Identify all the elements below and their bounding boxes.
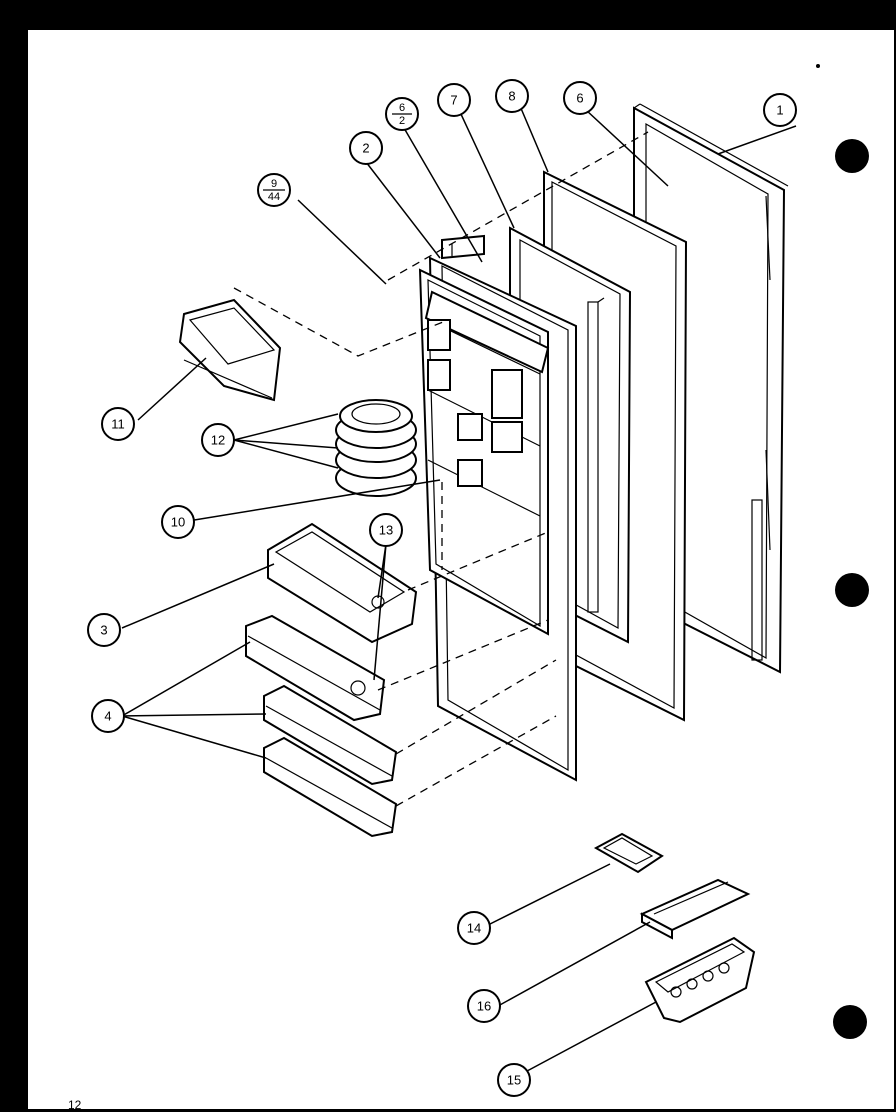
svg-text:6: 6 <box>399 102 405 114</box>
callout-12: 12 <box>201 423 235 457</box>
svg-text:10: 10 <box>171 515 185 530</box>
svg-text:1: 1 <box>776 103 783 118</box>
callout-11: 11 <box>101 407 135 441</box>
leader-lines <box>121 105 797 1079</box>
callout-14: 14 <box>457 911 491 945</box>
part-door-liner <box>418 234 577 782</box>
part-door-bins <box>245 614 398 838</box>
exploded-view-diagram: 1 2 3 4 6 7 8 10 11 12 13 14 15 16 6 2 9… <box>87 64 869 1097</box>
svg-text:6: 6 <box>576 91 583 106</box>
svg-text:44: 44 <box>268 191 280 203</box>
callout-16: 16 <box>467 989 501 1023</box>
part-ice-bin <box>644 936 756 1024</box>
parts-diagram-page: 1 2 3 4 6 7 8 10 11 12 13 14 15 16 6 2 9… <box>28 30 894 1112</box>
binder-holes <box>816 64 869 1039</box>
part-ice-tray <box>639 878 751 940</box>
svg-text:15: 15 <box>507 1073 521 1088</box>
callout-8: 8 <box>495 79 529 113</box>
callout-9-over-44: 9 44 <box>257 173 291 207</box>
svg-text:7: 7 <box>450 93 457 108</box>
callout-3: 3 <box>87 613 121 647</box>
callout-7: 7 <box>437 83 471 117</box>
callout-10: 10 <box>161 505 195 539</box>
part-door-shelf-upper <box>267 522 418 644</box>
svg-text:14: 14 <box>467 921 481 936</box>
callout-6-over-2: 6 2 <box>385 97 419 131</box>
callout-4: 4 <box>91 699 125 733</box>
svg-text:11: 11 <box>111 417 125 432</box>
svg-text:13: 13 <box>379 523 393 538</box>
callout-13: 13 <box>369 513 403 547</box>
assembly-lines <box>233 131 649 807</box>
part-small-tray <box>593 832 664 874</box>
svg-text:16: 16 <box>477 999 491 1014</box>
svg-text:12: 12 <box>211 433 225 448</box>
callout-6: 6 <box>563 81 597 115</box>
part-top-cover <box>178 298 282 402</box>
svg-text:4: 4 <box>104 709 111 724</box>
callout-1: 1 <box>763 93 797 127</box>
svg-text:3: 3 <box>100 623 107 638</box>
callout-15: 15 <box>497 1063 531 1097</box>
svg-text:2: 2 <box>362 141 369 156</box>
callout-2: 2 <box>349 131 383 165</box>
svg-text:2: 2 <box>399 115 405 127</box>
part-storage-containers <box>335 399 417 497</box>
svg-text:8: 8 <box>508 89 515 104</box>
page-number: 12 <box>68 1098 82 1112</box>
svg-text:9: 9 <box>271 178 277 190</box>
